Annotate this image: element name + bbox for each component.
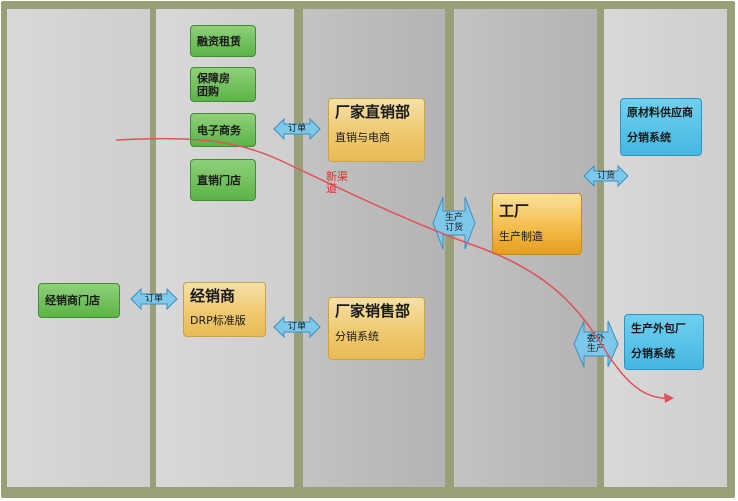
- new-channel-label: 新渠道: [326, 170, 348, 195]
- curve-arrowhead-icon: [664, 393, 674, 403]
- order-arrow-direct: 订单: [273, 118, 321, 140]
- production-order-arrow: 生产订货: [432, 196, 476, 250]
- outsourced-factory-title: 生产外包厂: [631, 322, 686, 335]
- double-arrow-icon: [573, 320, 619, 368]
- order-arrow-sales-label: 订单: [287, 322, 306, 332]
- column-suppliers: [604, 9, 727, 487]
- order-arrow-direct-label: 订单: [287, 124, 306, 134]
- direct-store-label: 直销门店: [197, 173, 241, 187]
- factory-subtitle: 生产制造: [499, 230, 543, 243]
- financing-lease-label: 融资租赁: [197, 34, 241, 48]
- factory-box: 工厂 生产制造: [492, 193, 582, 255]
- double-arrow-icon: [432, 196, 476, 250]
- double-arrow-icon: [273, 316, 321, 338]
- order-arrow-dealer: 订单: [130, 288, 178, 310]
- factory-title: 工厂: [499, 202, 530, 220]
- direct-sales-dept-box: 厂家直销部 直销与电商: [328, 98, 425, 162]
- ecommerce-label: 电子商务: [197, 123, 241, 137]
- double-arrow-icon: [583, 165, 629, 187]
- dealer-title: 经销商: [190, 287, 236, 305]
- sales-dept-box: 厂家销售部 分销系统: [328, 297, 425, 360]
- column-store-level: [7, 9, 150, 487]
- purchase-arrow-label: 订货: [596, 171, 615, 181]
- direct-sales-dept-title: 厂家直销部: [335, 103, 411, 121]
- outsourced-factory-subtitle: 分销系统: [631, 347, 675, 360]
- ecommerce-box: 电子商务: [190, 113, 256, 147]
- outsourced-production-arrow: 委外生产: [573, 320, 619, 368]
- dealer-store-box: 经销商门店: [38, 283, 120, 318]
- raw-material-supplier-subtitle: 分销系统: [627, 131, 671, 144]
- direct-store-box: 直销门店: [190, 159, 256, 201]
- affordable-housing-label: 保障房团购: [197, 71, 230, 98]
- double-arrow-icon: [273, 118, 321, 140]
- raw-material-supplier-title: 原材料供应商: [627, 106, 693, 119]
- production-order-arrow-label: 生产订货: [444, 213, 463, 233]
- direct-sales-dept-subtitle: 直销与电商: [335, 131, 390, 144]
- double-arrow-icon: [130, 288, 178, 310]
- column-manufacturer-sales: [303, 9, 445, 487]
- affordable-housing-box: 保障房团购: [190, 67, 256, 102]
- dealer-box: 经销商 DRP标准版: [183, 282, 266, 337]
- outsourced-production-arrow-label: 委外生产: [586, 334, 605, 354]
- order-arrow-sales: 订单: [273, 316, 321, 338]
- raw-material-supplier-box: 原材料供应商 分销系统: [620, 98, 702, 156]
- purchase-arrow: 订货: [583, 165, 629, 187]
- sales-dept-title: 厂家销售部: [335, 302, 411, 320]
- outsourced-factory-box: 生产外包厂 分销系统: [624, 314, 704, 370]
- sales-dept-subtitle: 分销系统: [335, 330, 379, 343]
- dealer-store-label: 经销商门店: [45, 294, 100, 307]
- dealer-subtitle: DRP标准版: [190, 314, 246, 327]
- financing-lease-box: 融资租赁: [190, 25, 256, 57]
- order-arrow-dealer-label: 订单: [144, 294, 163, 304]
